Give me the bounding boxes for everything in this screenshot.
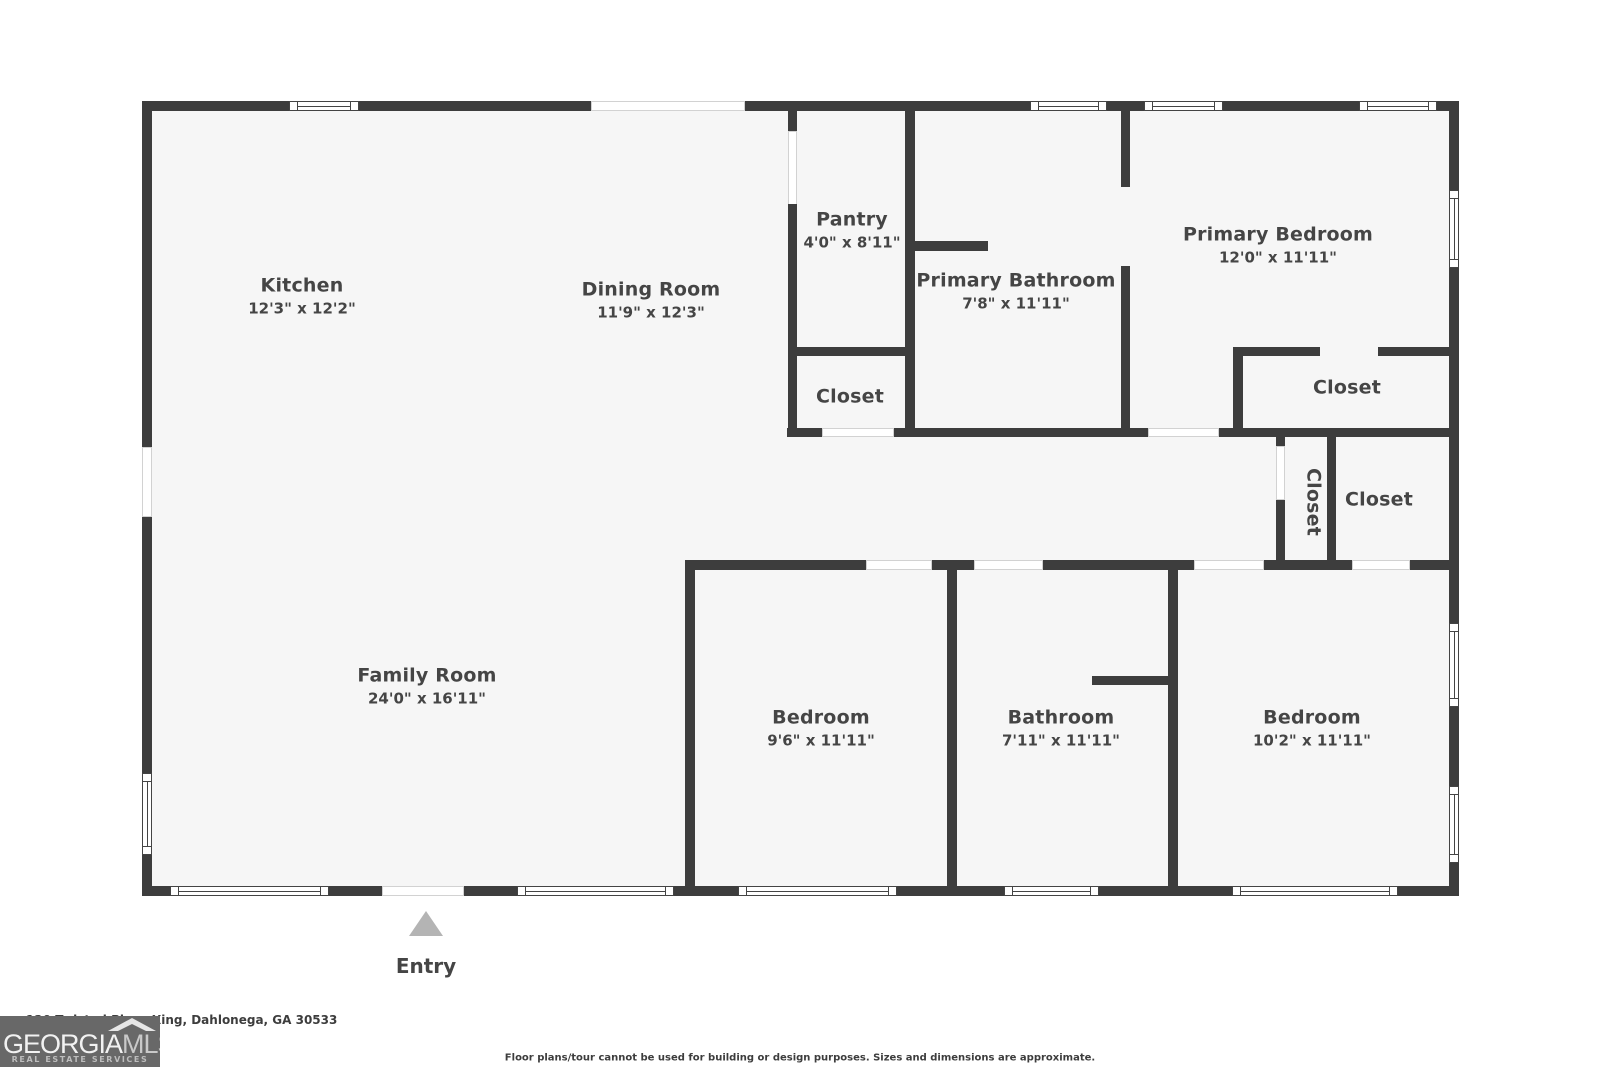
- window-primary-bed-top-2: [1359, 101, 1437, 111]
- wall-bathroom-stub: [1092, 676, 1172, 685]
- entry-door[interactable]: [382, 886, 464, 896]
- room-name: Bedroom: [772, 706, 870, 729]
- door-bedroom2[interactable]: [1194, 560, 1264, 570]
- outer-wall-right: [1449, 101, 1459, 896]
- wall-hall-closet-mid: [1327, 432, 1336, 568]
- entry-label: Entry: [395, 954, 457, 978]
- roof-icon-inner: [116, 1024, 148, 1032]
- room-name: Bedroom: [1263, 706, 1361, 729]
- room-dimensions: 12'0" x 11'11": [1218, 248, 1337, 267]
- room-closet-hall: Closet: [1345, 489, 1413, 512]
- logo-tagline: REAL ESTATE SERVICES: [11, 1055, 149, 1064]
- window-bedroom2-bottom: [1232, 886, 1398, 896]
- window-bedroom2-right-1: [1449, 623, 1459, 707]
- room-bathroom: Bathroom 7'11" x 11'11": [1002, 707, 1120, 750]
- wall-hall-closet-left: [1276, 432, 1285, 568]
- room-name: Bathroom: [1007, 706, 1115, 729]
- door-closet-pantry[interactable]: [822, 428, 894, 437]
- window-kitchen-top: [289, 101, 359, 111]
- room-name: Closet: [1345, 488, 1413, 511]
- outer-wall-top: [142, 101, 1459, 111]
- room-name: Closet: [1302, 468, 1325, 536]
- door-bedroom1[interactable]: [866, 560, 932, 570]
- opening-dining-top: [591, 101, 745, 111]
- room-dimensions: 10'2" x 11'11": [1253, 731, 1371, 750]
- room-primary-bathroom: Primary Bathroom 7'8" x 11'11": [916, 270, 1115, 313]
- room-dimensions: 9'6" x 11'11": [767, 731, 875, 750]
- room-dimensions: 11'9" x 12'3": [597, 303, 705, 322]
- window-family-bottom-2: [517, 886, 674, 896]
- logo-brand-primary: GEORGIA: [3, 1029, 123, 1059]
- window-primary-bed-right: [1449, 190, 1459, 268]
- opening-pantry-left: [788, 131, 797, 205]
- wall-bath-bed-lower: [1121, 266, 1130, 437]
- wall-bedroom-row-top: [685, 560, 1454, 570]
- wall-pantry-left-upper: [788, 106, 797, 132]
- room-dimensions: 4'0" x 8'11": [803, 233, 901, 252]
- opening-left-wall: [142, 447, 152, 517]
- window-bedroom1-bottom: [738, 886, 897, 896]
- wall-primary-closet-top-1: [1233, 347, 1320, 356]
- room-bedroom-1: Bedroom 9'6" x 11'11": [767, 707, 875, 750]
- room-kitchen: Kitchen 12'3" x 12'2": [248, 275, 356, 318]
- room-closet-primary: Closet: [1313, 377, 1381, 400]
- window-family-left: [142, 773, 152, 855]
- window-family-bottom-1: [170, 886, 329, 896]
- georgia-mls-logo: GEORGIAMLS REAL ESTATE SERVICES: [0, 1016, 160, 1067]
- door-hall-closet-vertical[interactable]: [1276, 446, 1285, 500]
- room-name: Family Room: [357, 664, 497, 687]
- door-bathroom[interactable]: [974, 560, 1043, 570]
- room-dimensions: 7'11" x 11'11": [1002, 731, 1120, 750]
- wall-pantry-left-lower: [788, 204, 797, 437]
- disclaimer: Floor plans/tour cannot be used for buil…: [504, 1052, 1096, 1064]
- room-dining-room: Dining Room 11'9" x 12'3": [582, 279, 721, 322]
- window-primary-bed-top-1: [1144, 101, 1223, 111]
- room-dimensions: 24'0" x 16'11": [368, 689, 486, 708]
- floor-area: [148, 106, 1453, 890]
- room-primary-bedroom: Primary Bedroom 12'0" x 11'11": [1183, 224, 1373, 267]
- wall-primary-bath-stub: [910, 241, 988, 251]
- wall-bath-bed-upper: [1121, 106, 1130, 187]
- room-pantry: Pantry 4'0" x 8'11": [803, 209, 900, 252]
- room-closet-hall-vertical: Closet: [1302, 468, 1325, 536]
- room-name: Kitchen: [260, 274, 344, 297]
- window-primary-bath-top: [1030, 101, 1107, 111]
- wall-family-right: [685, 560, 695, 891]
- door-primary-suite[interactable]: [1148, 428, 1219, 437]
- logo-brand-secondary: MLS: [122, 1029, 160, 1059]
- room-closet-pantry: Closet: [816, 386, 884, 409]
- entry-arrow-icon: [409, 911, 443, 936]
- room-bedroom-2: Bedroom 10'2" x 11'11": [1253, 707, 1371, 750]
- door-hall-closet[interactable]: [1352, 560, 1410, 570]
- wall-bedroom1-right: [947, 565, 957, 891]
- room-name: Closet: [816, 385, 884, 408]
- room-dimensions: 7'8" x 11'11": [962, 294, 1070, 313]
- room-name: Pantry: [816, 208, 888, 231]
- wall-primary-closet-left: [1233, 347, 1243, 437]
- room-name: Primary Bathroom: [916, 269, 1116, 292]
- window-bedroom2-right-2: [1449, 786, 1459, 863]
- wall-pantry-right: [905, 106, 915, 437]
- room-name: Primary Bedroom: [1182, 223, 1374, 246]
- room-family-room: Family Room 24'0" x 16'11": [357, 665, 496, 708]
- wall-primary-closet-top-2: [1378, 347, 1454, 356]
- logo-brand: GEORGIAMLS: [3, 1029, 160, 1060]
- room-dimensions: 12'3" x 12'2": [248, 299, 356, 318]
- room-name: Closet: [1313, 376, 1381, 399]
- wall-bathroom-right: [1168, 565, 1178, 891]
- wall-pantry-bottom: [788, 347, 910, 356]
- window-bathroom-bottom: [1004, 886, 1099, 896]
- wall-upper-block-bottom: [787, 428, 1454, 437]
- room-name: Dining Room: [581, 278, 721, 301]
